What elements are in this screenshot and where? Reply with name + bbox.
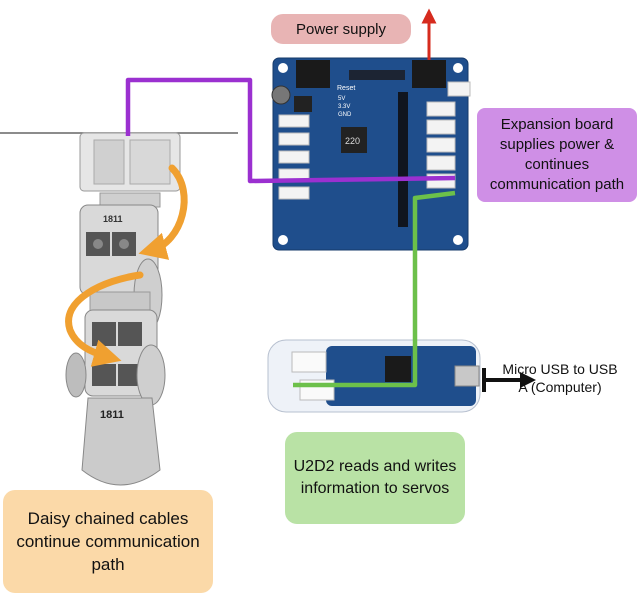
barrel-jack-right <box>412 60 446 88</box>
servo-upper-mark: 1811 <box>103 214 123 224</box>
green-comm-path <box>293 190 456 388</box>
reset-label: Reset <box>337 85 355 92</box>
barrel-jack-left <box>296 60 330 88</box>
micro-usb-port <box>454 365 480 387</box>
power-supply-label: Power supply <box>271 14 411 44</box>
purple-comm-path <box>125 77 456 184</box>
u2d2-label: U2D2 reads and writes information to ser… <box>285 432 465 524</box>
daisy-arrow-lower <box>65 271 144 367</box>
pin-label-3v3: 3.3V <box>338 104 350 110</box>
servo-chain: 1811 1811 <box>65 132 181 486</box>
usb-label: Micro USB to USB A (Computer) <box>502 361 618 395</box>
daisy-chain-label: Daisy chained cables continue communicat… <box>3 490 213 593</box>
daisy-arrow-upper <box>138 164 188 260</box>
inductor <box>341 127 367 153</box>
expansion-board: Reset 5V 3.3V GND 220 <box>271 57 471 251</box>
pin-label-5v: 5V <box>338 96 345 102</box>
servo-foot <box>81 397 161 486</box>
servo-lower-mark: 1811 <box>100 409 124 421</box>
inductor-label: 220 <box>345 136 360 146</box>
reset-button <box>294 96 312 112</box>
expansion-board-label: Expansion board supplies power & continu… <box>477 108 637 202</box>
u2d2-device <box>267 339 481 413</box>
capacitor <box>271 85 291 105</box>
pin-label-gnd: GND <box>338 112 352 118</box>
